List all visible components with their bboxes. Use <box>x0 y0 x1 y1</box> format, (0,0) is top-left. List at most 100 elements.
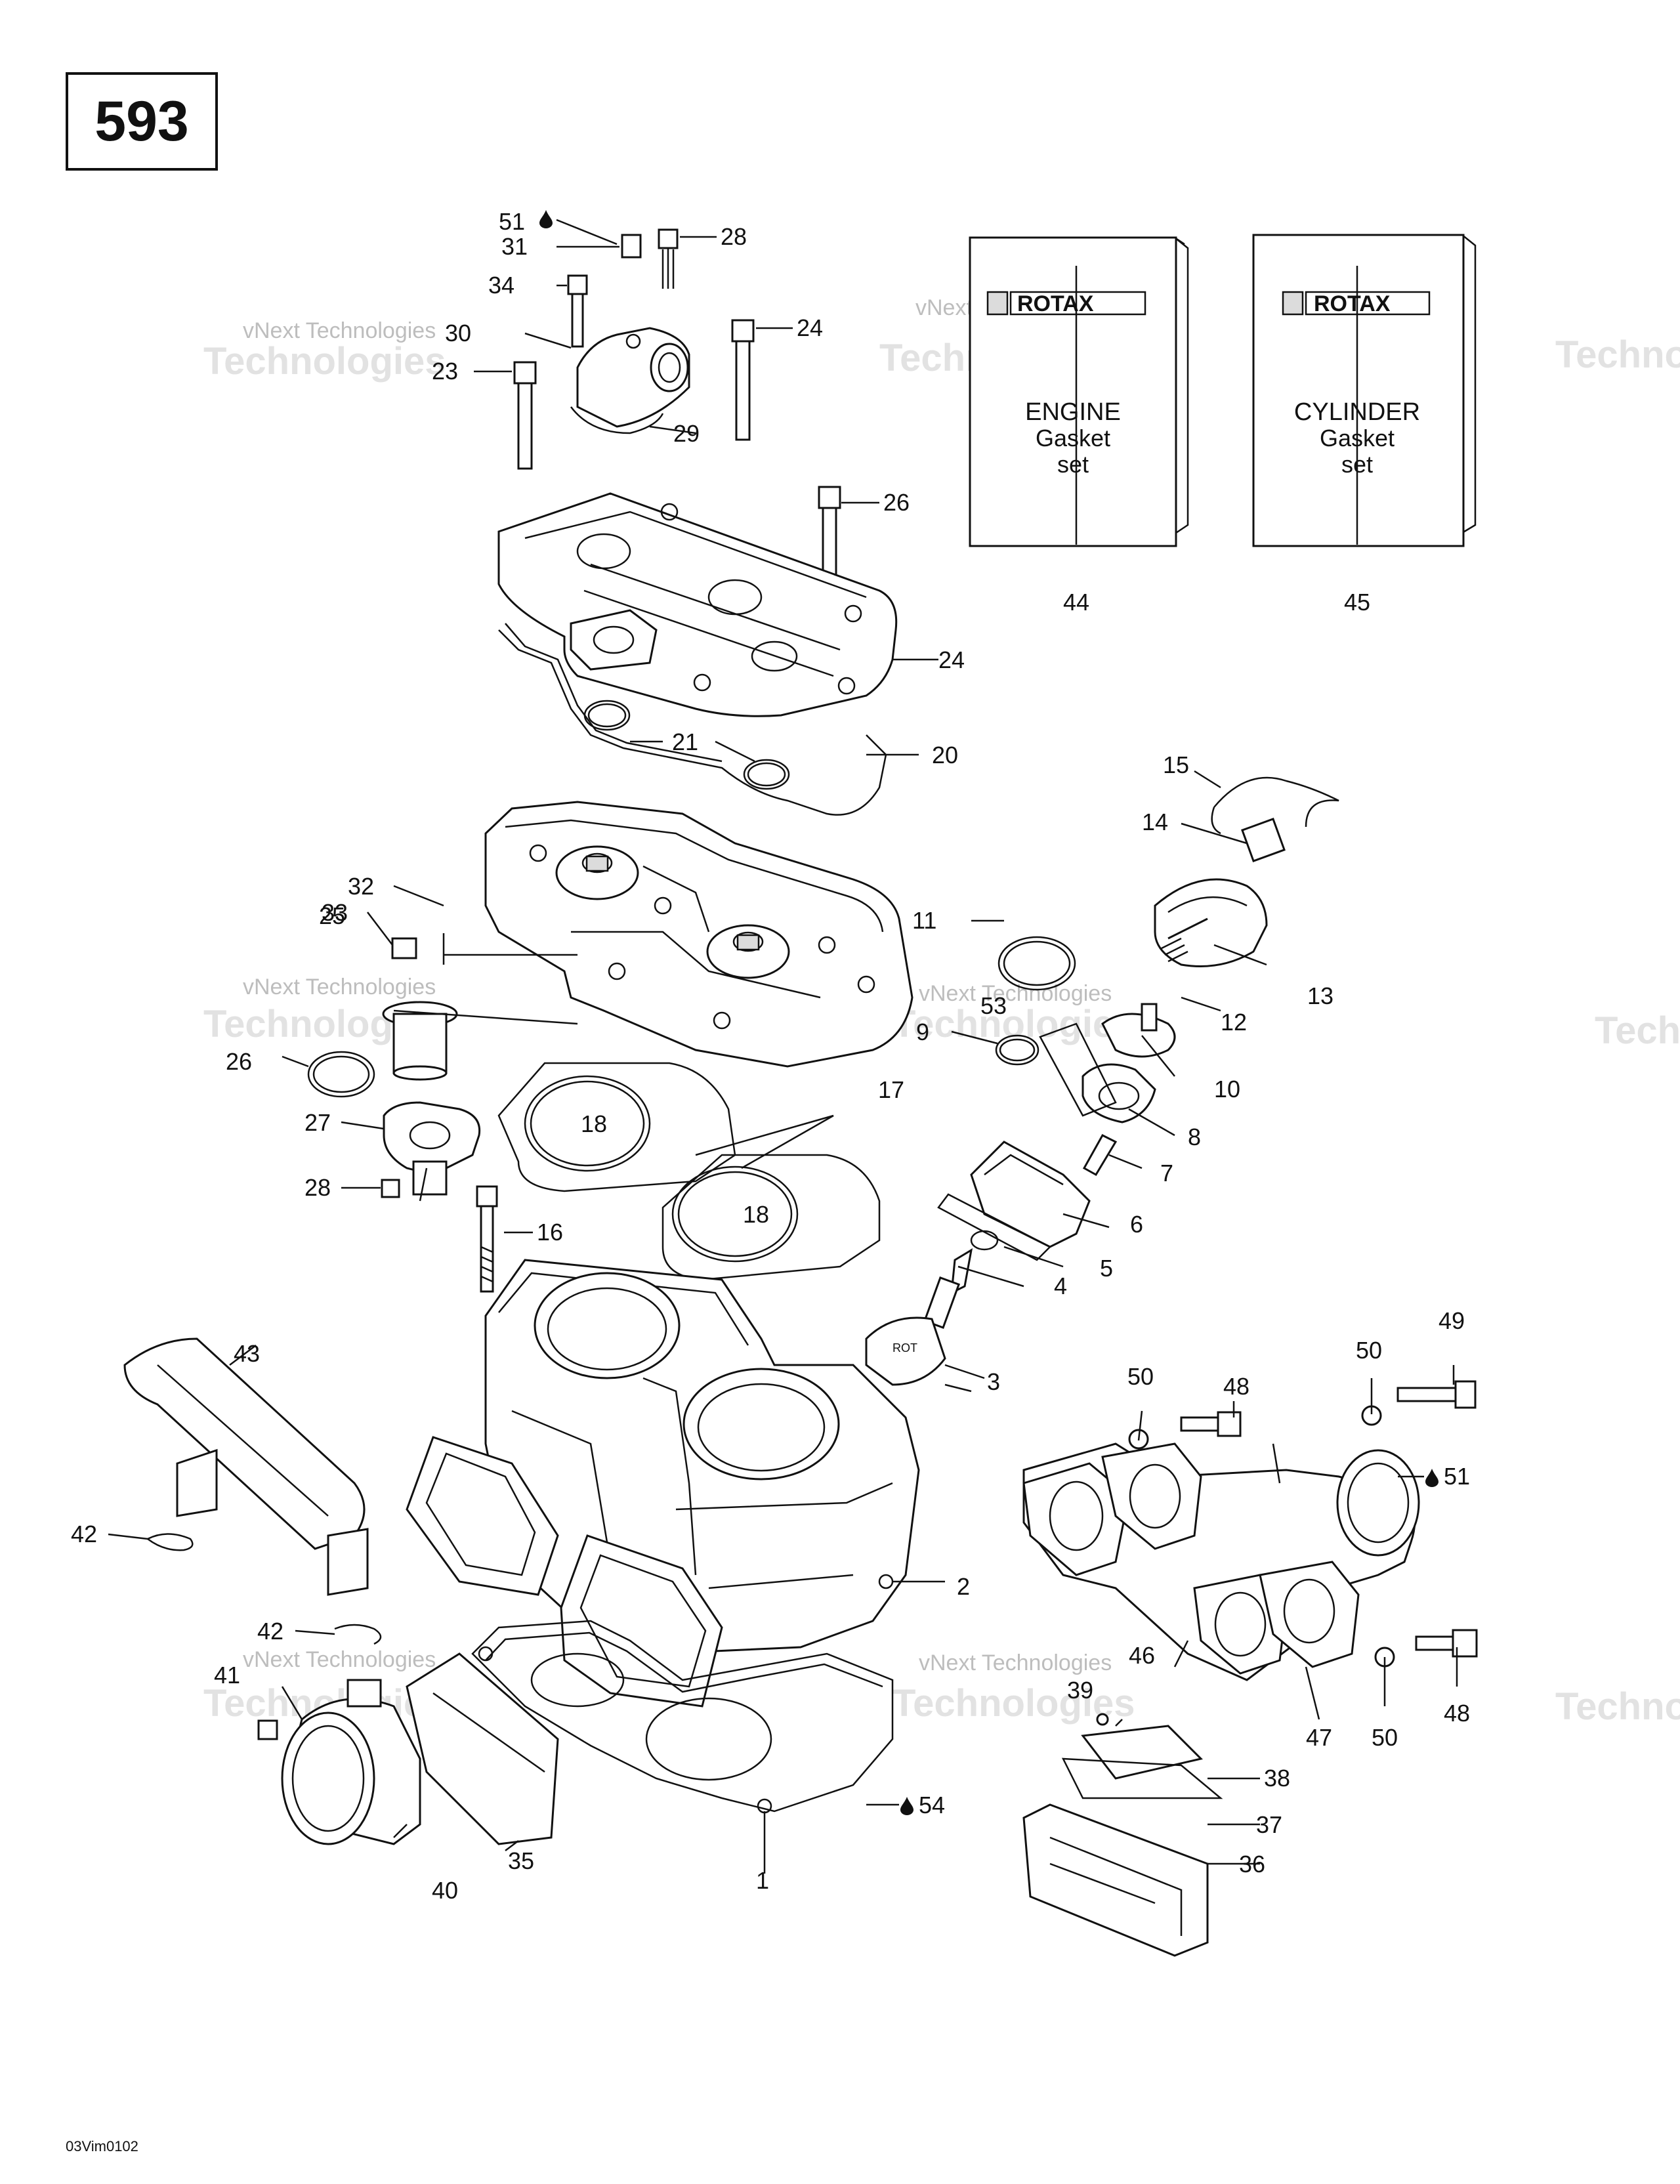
page-number-box: 593 <box>66 72 218 171</box>
top-bolts <box>513 228 841 581</box>
callout: 38 <box>1264 1765 1290 1792</box>
callout: 50 <box>1372 1724 1398 1751</box>
callout: 3 <box>987 1368 1000 1395</box>
callout: 26 <box>883 489 910 516</box>
kit-brand: ROTAX <box>1314 291 1391 316</box>
cylinder-head-cover <box>497 492 898 717</box>
callout: 9 <box>916 1018 929 1045</box>
callout: 50 <box>1356 1337 1382 1364</box>
callout: 18 <box>743 1201 769 1228</box>
callout: 7 <box>1160 1160 1173 1186</box>
callout: 50 <box>1127 1363 1154 1390</box>
callout: 32 <box>348 873 374 900</box>
watermark: Technologies <box>1555 1685 1680 1728</box>
kit-title: ENGINE <box>1025 398 1121 426</box>
kit-line: Gasket <box>1036 425 1110 452</box>
callout: 53 <box>980 992 1007 1019</box>
callout: 30 <box>445 320 471 346</box>
callout: 24 <box>797 314 823 341</box>
watermark: vNext Technologies <box>919 1650 1112 1675</box>
callout: 36 <box>1239 1851 1265 1878</box>
callout: 48 <box>1223 1373 1250 1400</box>
callout: 34 <box>488 272 514 299</box>
callout: 24 <box>938 646 965 673</box>
callout: 43 <box>234 1340 260 1367</box>
callout: 11 <box>912 907 936 934</box>
callout: 46 <box>1129 1642 1155 1669</box>
callout: 12 <box>1221 1009 1247 1036</box>
callout: 44 <box>1063 589 1089 616</box>
callout: 40 <box>432 1877 458 1904</box>
thermostat-group <box>307 933 481 1198</box>
callout: 25 <box>319 902 345 929</box>
callout: 10 <box>1214 1076 1240 1102</box>
engine-gasket-kit: ROTAX ENGINE Gasket set <box>969 236 1189 547</box>
svg-text:ROT: ROT <box>892 1341 917 1354</box>
watermark: vNext Technologies <box>243 1647 436 1672</box>
watermark: vNext Technologies <box>243 318 436 343</box>
callout: 13 <box>1307 982 1334 1009</box>
watermark: Technologies <box>203 340 446 383</box>
lube-icon <box>539 210 553 228</box>
lube-icon <box>900 1797 914 1815</box>
callout: 6 <box>1130 1211 1143 1238</box>
water-outlet <box>570 327 690 434</box>
exhaust-manifold <box>1022 1442 1420 1681</box>
figure-code: 03Vim0102 <box>66 2138 138 2154</box>
callout: 20 <box>932 742 958 768</box>
callout: 51 <box>499 208 525 235</box>
kit-brand: ROTAX <box>1017 291 1094 316</box>
exhaust-valve-assembly: ROT <box>865 776 1339 1386</box>
callout: 5 <box>1100 1255 1113 1282</box>
intake-flange <box>257 1624 559 1845</box>
watermark: Technologies <box>1595 1009 1680 1052</box>
cover-gasket <box>498 623 887 816</box>
callout: 39 <box>1067 1677 1093 1704</box>
air-silencer <box>123 1337 369 1596</box>
callout: 27 <box>304 1109 331 1136</box>
callout: 47 <box>1306 1724 1332 1751</box>
callout: 28 <box>304 1174 331 1201</box>
callout: 31 <box>501 233 528 260</box>
base-gasket <box>471 1620 894 1814</box>
leader-lines <box>108 219 1458 1874</box>
callout: 28 <box>721 223 747 250</box>
callout: 14 <box>1142 808 1168 835</box>
callouts: 1 2 3 4 5 6 7 8 9 10 11 12 13 14 15 16 1… <box>71 208 1470 1904</box>
watermark: vNext Technologies <box>243 975 436 999</box>
callout: 15 <box>1163 751 1189 778</box>
callout: 23 <box>432 358 458 385</box>
callout: 35 <box>508 1847 534 1874</box>
callout: 1 <box>756 1867 769 1894</box>
cylinder-head <box>484 801 914 1068</box>
callout: 26 <box>226 1048 252 1075</box>
callout: 21 <box>672 728 698 755</box>
lube-icon <box>1425 1469 1438 1487</box>
head-gaskets <box>497 1062 881 1281</box>
callout: 42 <box>71 1521 97 1547</box>
watermark: Technologies <box>892 1003 1135 1045</box>
cylinder-block <box>406 1259 920 1708</box>
page-number: 593 <box>94 89 189 153</box>
callout: 49 <box>1438 1307 1465 1334</box>
callout: 17 <box>878 1076 904 1103</box>
watermark: Technologies <box>892 1682 1135 1725</box>
callout: 51 <box>1444 1463 1470 1490</box>
callout: 33 <box>322 899 348 926</box>
callout: 45 <box>1344 589 1370 616</box>
callout: 18 <box>581 1110 607 1137</box>
callout: 48 <box>1444 1700 1470 1727</box>
callout: 54 <box>919 1792 945 1818</box>
callout: 37 <box>1256 1811 1282 1838</box>
reed-valve <box>1022 1713 1223 1957</box>
callout: 4 <box>1054 1272 1067 1299</box>
callout: 41 <box>214 1662 240 1689</box>
kit-line: set <box>1057 451 1089 478</box>
cylinder-bolt <box>476 1185 498 1293</box>
cylinder-gasket-kit: ROTAX CYLINDER Gasket set <box>1252 234 1477 547</box>
callout: 29 <box>673 420 700 447</box>
callout: 42 <box>257 1618 284 1645</box>
callout: 2 <box>957 1573 970 1600</box>
callout: 16 <box>537 1219 563 1246</box>
